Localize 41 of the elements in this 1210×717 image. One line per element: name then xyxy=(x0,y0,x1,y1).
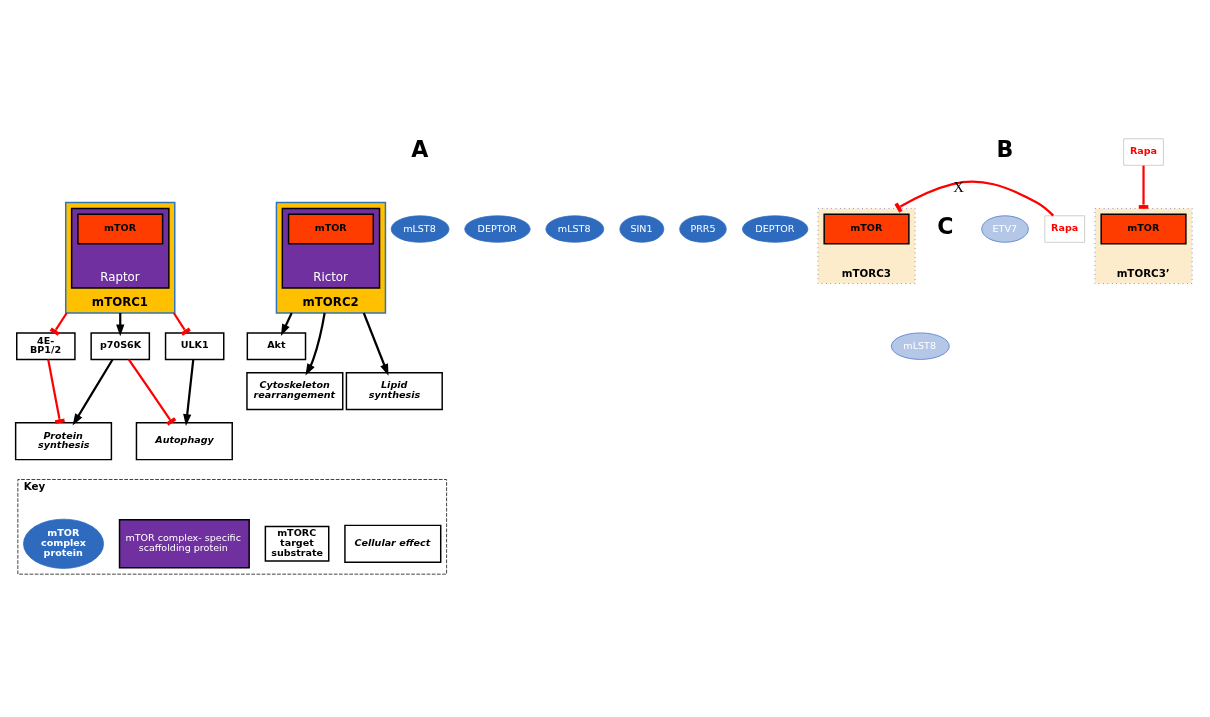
node-ellipse: mLST8 xyxy=(890,332,950,360)
node-box: 4E- BP1/2 xyxy=(16,332,76,361)
label: B xyxy=(996,135,1014,162)
node-box: Rapa xyxy=(1123,138,1164,166)
node-ellipse: mLST8 xyxy=(545,215,605,243)
node-box: mTOR xyxy=(287,213,375,245)
arrow xyxy=(362,312,389,376)
edge-label: X xyxy=(953,179,964,196)
node-box: Akt xyxy=(246,332,307,361)
node-ellipse: mTOR complex protein xyxy=(23,518,104,569)
node-box: Rapa xyxy=(1044,215,1085,243)
label: A xyxy=(411,135,429,162)
node-ellipse: mLST8 xyxy=(390,215,450,243)
node-box: mTOR complex- specific scaffolding protein xyxy=(118,519,250,569)
node-ellipse: DEPTOR xyxy=(464,215,531,243)
node-box: ULK1 xyxy=(164,332,225,361)
arrow xyxy=(183,359,195,426)
connector xyxy=(49,312,68,336)
node-box: p70S6K xyxy=(90,332,151,361)
node-box: mTOR xyxy=(1100,213,1187,245)
node-ellipse: DEPTOR xyxy=(742,215,809,243)
connector xyxy=(894,180,1055,217)
arrow xyxy=(305,312,326,376)
arrow xyxy=(72,358,114,426)
node-ellipse: ETV7 xyxy=(981,215,1029,243)
node-box: Autophagy xyxy=(135,422,233,461)
node-box: mTOR xyxy=(823,213,910,245)
arrow xyxy=(280,312,293,336)
connector xyxy=(127,358,177,426)
node-box: mTOR xyxy=(77,213,164,245)
connector xyxy=(1138,165,1149,209)
connector xyxy=(47,359,65,424)
label: C xyxy=(937,212,954,239)
node-ellipse: SIN1 xyxy=(619,215,665,243)
node-box: Cellular effect xyxy=(344,524,442,563)
node-box: mTORC target substrate xyxy=(264,525,330,562)
node-box: Cytoskeleton rearrangement xyxy=(246,371,344,411)
node-ellipse: PRR5 xyxy=(679,215,727,243)
node-box: Lipid synthesis xyxy=(345,371,443,411)
node-box: Protein synthesis xyxy=(14,422,113,461)
connector xyxy=(172,312,191,336)
